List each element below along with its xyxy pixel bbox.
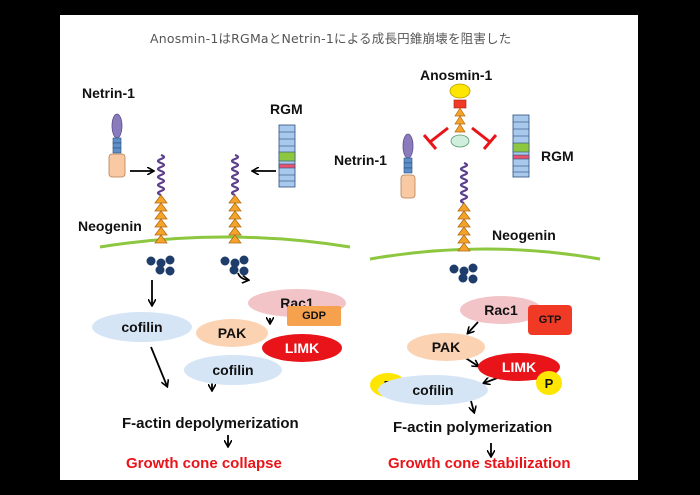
gdp-badge: GDP	[287, 306, 341, 326]
diagram-canvas	[99, 83, 601, 480]
gtp-badge: GTP	[528, 305, 572, 335]
cofilin-node-right: cofilin	[378, 375, 488, 405]
pak-node-right: PAK	[407, 333, 485, 361]
neogenin-receptor-left-1	[146, 153, 175, 276]
membrane-left	[99, 235, 351, 249]
membrane-right	[369, 247, 601, 261]
arrows-left	[130, 171, 276, 446]
neogenin-label-right: Neogenin	[492, 227, 556, 243]
rgm-label-right: RGM	[541, 148, 574, 164]
anosmin-1-label: Anosmin-1	[420, 67, 493, 83]
cofilin-node-left-1: cofilin	[92, 312, 192, 342]
f-actin-polymerization-label: F-actin polymerization	[393, 419, 553, 436]
pak-node-left: PAK	[196, 319, 268, 347]
netrin-1-molecule-right	[400, 133, 416, 199]
inhibition-symbols	[422, 126, 498, 150]
f-actin-depolymerization-label: F-actin depolymerization	[122, 415, 299, 432]
rgm-molecule-right	[512, 114, 530, 178]
growth-cone-stabilization-label: Growth cone stabilization	[388, 455, 571, 472]
neogenin-receptor-right	[449, 161, 478, 284]
netrin-1-label-right: Netrin-1	[334, 152, 387, 168]
cofilin-node-left-2: cofilin	[184, 355, 282, 385]
neogenin-receptor-left-2	[220, 153, 249, 276]
anosmin-1-molecule	[449, 83, 471, 148]
limk-node-left: LIMK	[262, 334, 342, 362]
growth-cone-collapse-label: Growth cone collapse	[126, 455, 282, 472]
neogenin-label-left: Neogenin	[78, 218, 142, 234]
rgm-label-left: RGM	[270, 101, 303, 117]
netrin-1-molecule-left	[108, 113, 126, 178]
slide-title: Anosmin-1はRGMaとNetrin-1による成長円錐崩壊を阻害した	[150, 31, 512, 46]
netrin-1-label-left: Netrin-1	[82, 85, 135, 101]
phospho-badge-limk: P	[536, 371, 562, 395]
slide: Anosmin-1はRGMaとNetrin-1による成長円錐崩壊を阻害した Ne…	[60, 15, 638, 480]
rgm-molecule-left	[278, 124, 296, 188]
